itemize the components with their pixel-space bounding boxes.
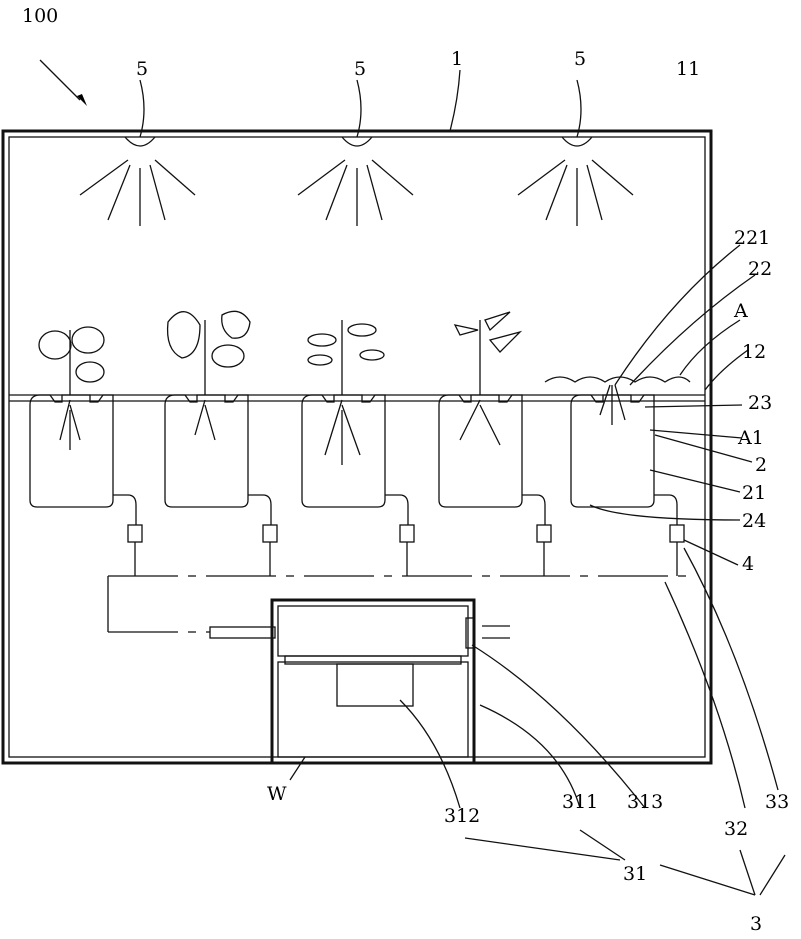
label-5-left: 5 <box>136 58 148 80</box>
light-1 <box>79 136 196 226</box>
label-31: 31 <box>623 863 647 885</box>
supply-pipe <box>107 575 690 639</box>
label-5-right: 5 <box>574 48 586 70</box>
label-32: 32 <box>724 818 748 840</box>
arrow-head-100 <box>77 94 87 106</box>
label-313: 313 <box>627 791 663 813</box>
label-1: 1 <box>451 48 463 70</box>
label-2: 2 <box>755 454 767 476</box>
label-21: 21 <box>742 482 766 504</box>
label-3: 3 <box>750 913 762 935</box>
label-221: 221 <box>734 227 770 249</box>
label-4: 4 <box>742 553 754 575</box>
label-33: 33 <box>765 791 789 813</box>
pot-4 <box>438 311 552 576</box>
label-A1: A1 <box>737 427 764 449</box>
label-11: 11 <box>676 58 700 80</box>
label-311: 311 <box>562 791 598 813</box>
label-W: W <box>267 783 287 805</box>
label-5-middle: 5 <box>354 58 366 80</box>
label-12: 12 <box>742 341 766 363</box>
leader-lines <box>39 59 786 896</box>
water-tank <box>270 598 510 765</box>
label-100: 100 <box>22 5 58 27</box>
pot-2 <box>164 310 278 576</box>
label-312: 312 <box>444 805 480 827</box>
label-A: A <box>733 300 748 322</box>
light-3 <box>517 136 634 226</box>
pot-1 <box>29 326 143 576</box>
light-2 <box>297 136 414 226</box>
label-23: 23 <box>748 392 772 414</box>
label-24: 24 <box>742 510 766 532</box>
pot-3 <box>301 320 415 576</box>
label-22: 22 <box>748 258 772 280</box>
